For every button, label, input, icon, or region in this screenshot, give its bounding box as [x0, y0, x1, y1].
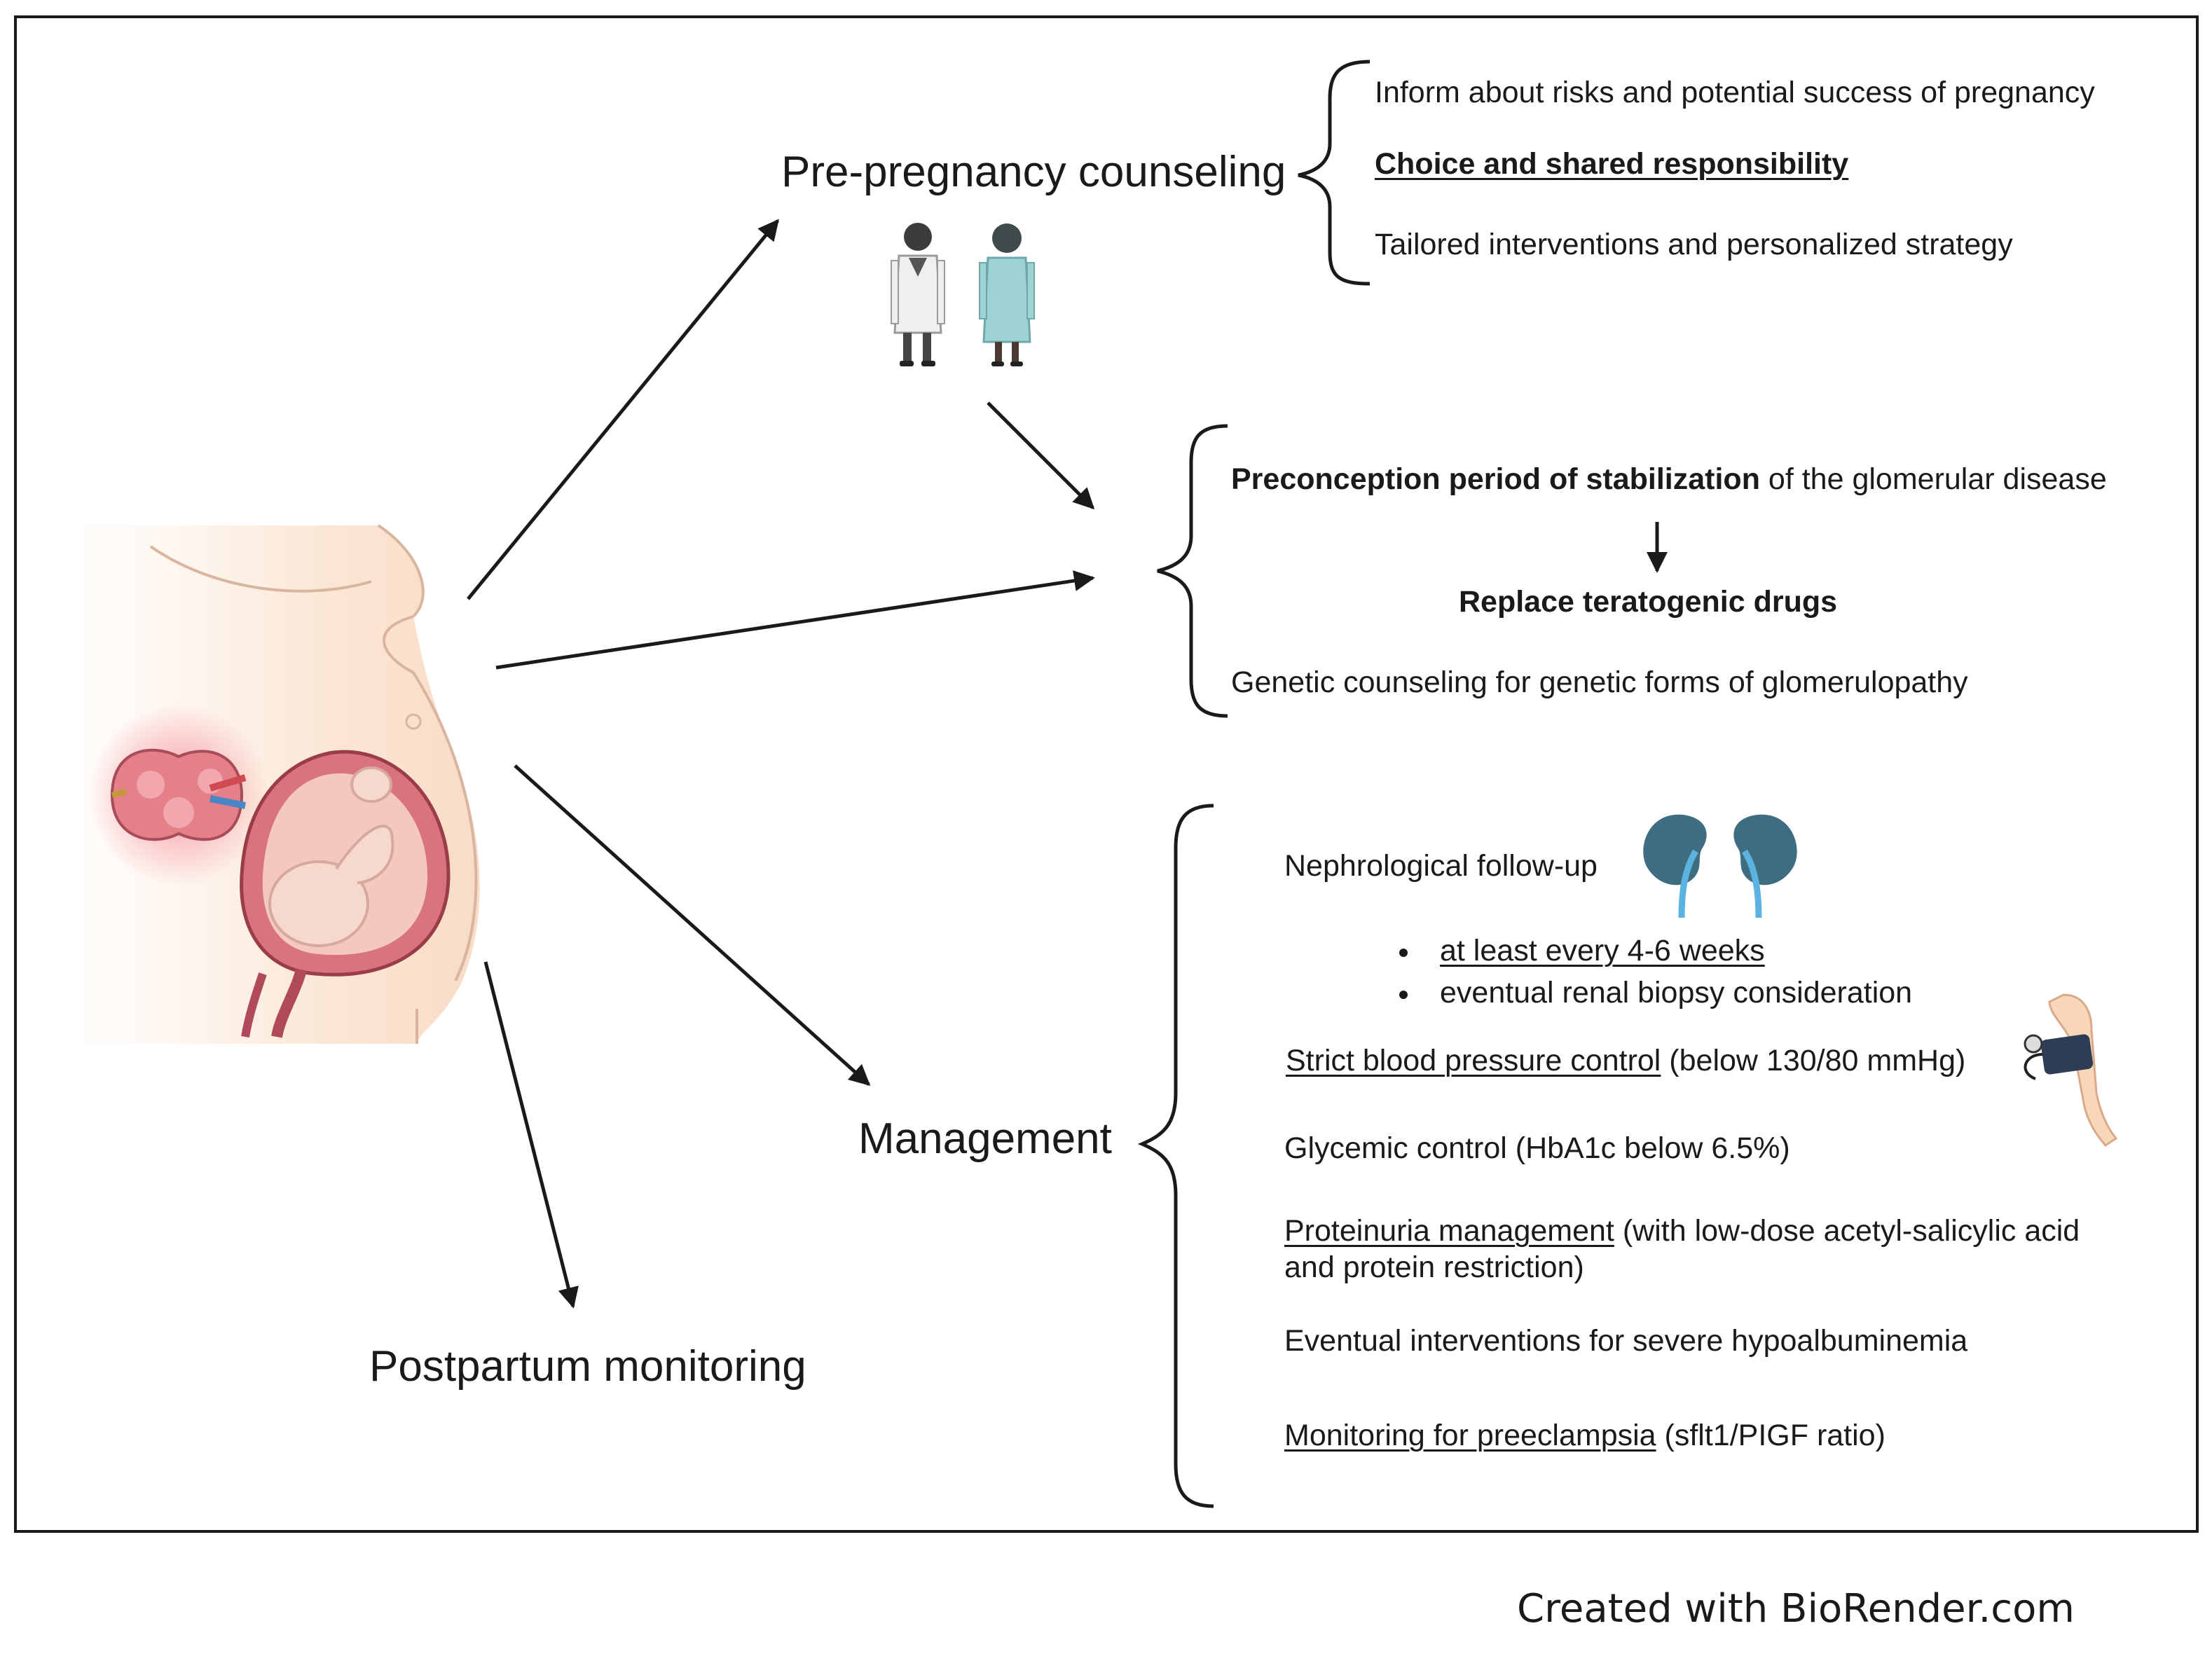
arrow-to-pre-pregnancy [467, 219, 779, 600]
brace-management [1137, 804, 1214, 1508]
replace-teratogenic-drugs: Replace teratogenic drugs [1459, 585, 1838, 619]
hypoalbuminemia-interventions: Eventual interventions for severe hypoal… [1284, 1324, 1968, 1358]
preeclampsia-monitoring-underlined: Monitoring for preeclampsia [1284, 1419, 1656, 1452]
preconception-stabilization: Preconception period of stabilization of… [1231, 462, 2107, 497]
counseling-item-risks: Inform about risks and potential success… [1375, 76, 2095, 109]
preeclampsia-monitoring-rest: (sflt1/PIGF ratio) [1656, 1419, 1885, 1452]
genetic-counseling: Genetic counseling for genetic forms of … [1231, 666, 1968, 699]
blood-pressure-cuff-icon [2024, 993, 2118, 1147]
arrow-counseling-to-preconception [987, 401, 1095, 510]
nephrological-follow-up: Nephrological follow-up [1284, 849, 1598, 883]
counseling-item-choice: Choice and shared responsibility [1375, 147, 1849, 181]
nephro-bullet-list: at least every 4-6 weeks eventual renal … [1391, 930, 1912, 1014]
node-management: Management [858, 1115, 1112, 1163]
arrow-to-management [514, 764, 871, 1087]
uterus-fetus-illustration [240, 750, 451, 1038]
patient-figure [979, 223, 1035, 366]
arrow-to-preconception [495, 570, 1095, 670]
proteinuria-management-line2: and protein restriction) [1284, 1250, 1584, 1284]
brace-counseling [1298, 60, 1371, 286]
bullet-renal-biopsy: eventual renal biopsy consideration [1391, 972, 1912, 1014]
glycemic-control: Glycemic control (HbA1c below 6.5%) [1284, 1131, 1790, 1165]
counseling-item-tailored: Tailored interventions and personalized … [1375, 228, 2013, 261]
diagram-frame [14, 15, 2199, 1533]
proteinuria-management-rest: (with low-dose acetyl-salicylic acid [1614, 1214, 2080, 1248]
proteinuria-management-underlined: Proteinuria management [1284, 1214, 1614, 1248]
blood-pressure-control-rest: (below 130/80 mmHg) [1661, 1044, 1966, 1077]
preconception-stabilization-bold: Preconception period of stabilization [1231, 462, 1760, 496]
brace-preconception [1157, 424, 1228, 718]
preconception-stabilization-rest: of the glomerular disease [1759, 462, 2107, 496]
bullet-follow-up-frequency: at least every 4-6 weeks [1391, 930, 1912, 972]
proteinuria-management: Proteinuria management (with low-dose ac… [1284, 1214, 2080, 1248]
arrow-to-postpartum [483, 961, 579, 1309]
blood-pressure-control-underlined: Strict blood pressure control [1286, 1044, 1661, 1077]
node-pre-pregnancy-counseling: Pre-pregnancy counseling [781, 148, 1286, 196]
kidney-illustration [88, 704, 270, 886]
kidneys-icon [1643, 814, 1797, 918]
node-postpartum-monitoring: Postpartum monitoring [369, 1342, 806, 1391]
preeclampsia-monitoring: Monitoring for preeclampsia (sflt1/PIGF … [1284, 1419, 1885, 1453]
doctor-figure [891, 223, 945, 366]
biorender-credit: Created with BioRender.com [1517, 1586, 2075, 1632]
blood-pressure-control: Strict blood pressure control (below 130… [1286, 1044, 1965, 1078]
